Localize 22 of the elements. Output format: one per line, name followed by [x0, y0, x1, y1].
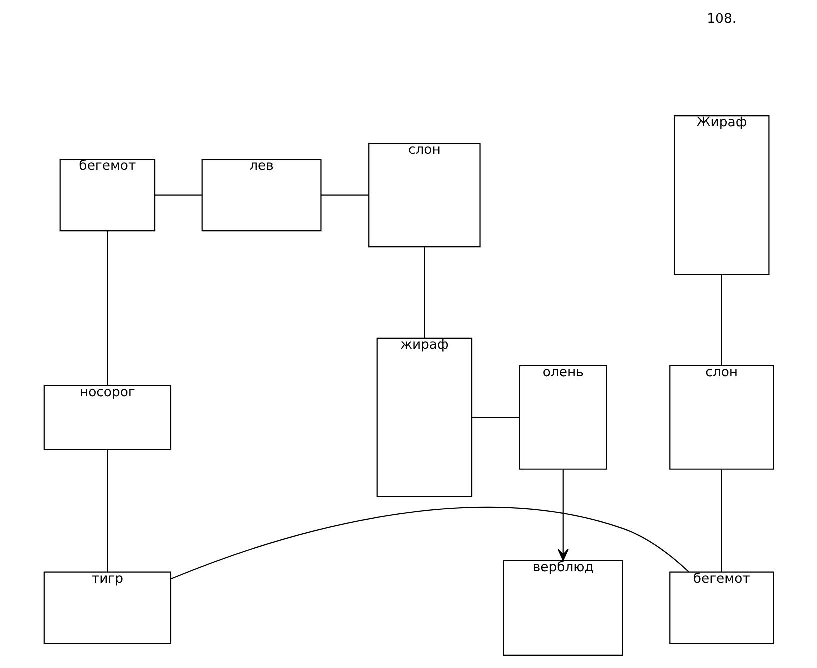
node-box: лев: [201, 159, 322, 232]
node-box: тигр: [43, 572, 172, 644]
arrow: [557, 470, 568, 562]
connector: [170, 507, 689, 580]
label: 108.: [706, 12, 736, 28]
node-box: Жираф: [673, 116, 770, 276]
connector: [154, 194, 202, 196]
connector: [720, 274, 722, 366]
node-box: бегемот: [669, 572, 774, 644]
node-box: олень: [518, 365, 607, 470]
node-box: носорог: [43, 385, 172, 450]
connector: [472, 417, 520, 418]
connector: [720, 470, 722, 572]
node-box: слон: [669, 365, 774, 470]
connector: [424, 247, 425, 338]
node-box: жираф: [376, 338, 472, 498]
node-box: верблюд: [502, 560, 623, 656]
connector: [320, 194, 368, 196]
node-box: бегемот: [59, 159, 156, 232]
node-box: слон: [368, 143, 480, 248]
connector: [106, 231, 108, 386]
connector: [106, 450, 108, 572]
